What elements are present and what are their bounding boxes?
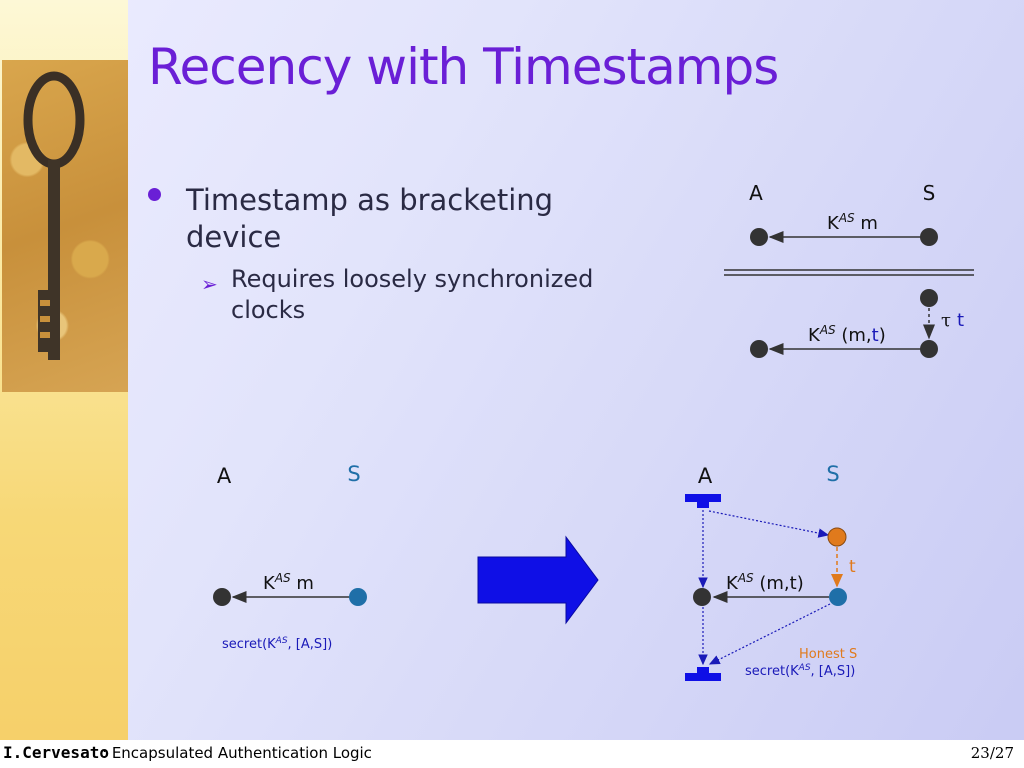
sub-bullet-text: Requires loosely synchronized clocks	[231, 265, 594, 324]
key-icon	[23, 71, 85, 360]
right-t-label: t	[849, 557, 856, 577]
left-secret-label: secret(KAS, [A,S])	[222, 636, 332, 652]
bullet-text: Timestamp as bracketing device	[186, 183, 554, 254]
left-node-s	[349, 588, 367, 606]
slide-title: Recency with Timestamps	[148, 38, 779, 96]
footer-page-number: 23/27	[970, 744, 1014, 762]
right-diag-arrow-up	[708, 510, 830, 538]
top-node-s2	[920, 289, 938, 307]
left-label-a: A	[217, 464, 232, 488]
right-honest-label: Honest S	[799, 647, 857, 662]
top-msg2-label: KAS (m,t)	[808, 323, 886, 346]
right-bracket-top	[685, 494, 721, 502]
left-diagram: A S KAS m secret(KAS, [A,S])	[213, 462, 367, 652]
right-node-honest	[827, 527, 847, 547]
top-label-s: S	[923, 181, 936, 205]
transition-arrow-icon	[477, 535, 599, 625]
sub-bullet-arrow-icon: ➢	[201, 272, 218, 296]
right-label-s: S	[826, 462, 839, 486]
top-node-s3	[920, 340, 938, 358]
right-msg-label: KAS (m,t)	[726, 571, 804, 594]
footer-author: I.Cervesato	[3, 743, 109, 762]
top-node-a2	[750, 340, 768, 358]
left-node-a	[213, 588, 231, 606]
bullet-dot	[148, 188, 161, 201]
right-bracket-bottom	[685, 673, 721, 681]
right-secret-label: secret(KAS, [A,S])	[745, 663, 855, 679]
key-image	[2, 60, 128, 392]
top-node-a1	[750, 228, 768, 246]
top-label-a: A	[749, 181, 763, 205]
top-node-s1	[920, 228, 938, 246]
footer-bar	[0, 740, 1024, 768]
left-msg-label: KAS m	[263, 571, 314, 594]
top-msg1-label: KAS m	[827, 211, 878, 234]
right-diagram: A S t KAS (m,t) Honest S secret(KAS, [A,…	[685, 462, 857, 681]
right-label-a: A	[698, 464, 713, 488]
right-node-a	[693, 588, 711, 606]
footer-subject: : Encapsulated Authentication Logic	[102, 744, 372, 762]
left-label-s: S	[347, 462, 360, 486]
right-node-s	[829, 588, 847, 606]
